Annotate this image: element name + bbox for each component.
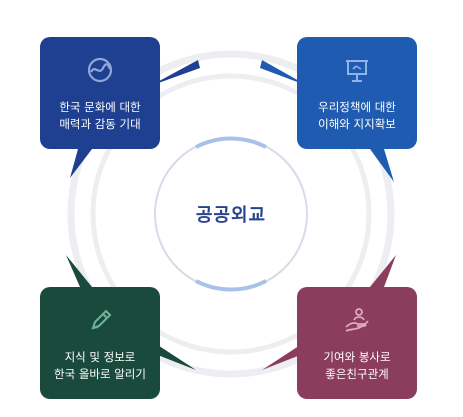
card-knowledge-info: 지식 및 정보로 한국 올바로 알리기: [40, 287, 160, 399]
card-contribution-line2: 좋은친구관계: [325, 367, 389, 381]
card-contribution-line1: 기여와 봉사로: [323, 350, 391, 364]
outer-ring: [67, 50, 395, 378]
tail-top-left-1: [150, 60, 200, 86]
tail-bottom-right-2: [262, 340, 308, 370]
pencil-icon: [91, 309, 112, 330]
inner-arc-bottom: [195, 279, 267, 292]
card-policy-support: 우리정책에 대한 이해와 지지확보: [297, 37, 417, 149]
tail-bottom-left-2: [150, 340, 196, 370]
tail-top-left-2: [70, 149, 92, 178]
tail-top-right-2: [370, 149, 394, 182]
swirl-icon: [87, 57, 113, 83]
inner-arc-top: [195, 136, 267, 149]
card-knowledge-line1: 지식 및 정보로: [64, 350, 136, 364]
card-contribution-service: 기여와 봉사로 좋은친구관계: [297, 287, 417, 399]
presentation-board-icon: [346, 60, 368, 82]
tail-bottom-right-1: [370, 255, 396, 287]
helping-hand-icon: [345, 308, 369, 332]
tail-bottom-left-1: [66, 255, 92, 287]
card-culture-line1: 한국 문화에 대한: [59, 100, 141, 114]
card-culture-line2: 매력과 감동 기대: [59, 117, 141, 131]
card-policy-line2: 이해와 지지확보: [318, 117, 396, 131]
card-knowledge-line2: 한국 올바로 알리기: [54, 367, 146, 381]
card-policy-line1: 우리정책에 대한: [318, 100, 396, 114]
center-title: 공공외교: [195, 205, 267, 226]
tail-top-right-1: [260, 60, 308, 86]
card-culture-appeal: 한국 문화에 대한 매력과 감동 기대: [40, 37, 160, 149]
middle-ring: [90, 73, 372, 355]
